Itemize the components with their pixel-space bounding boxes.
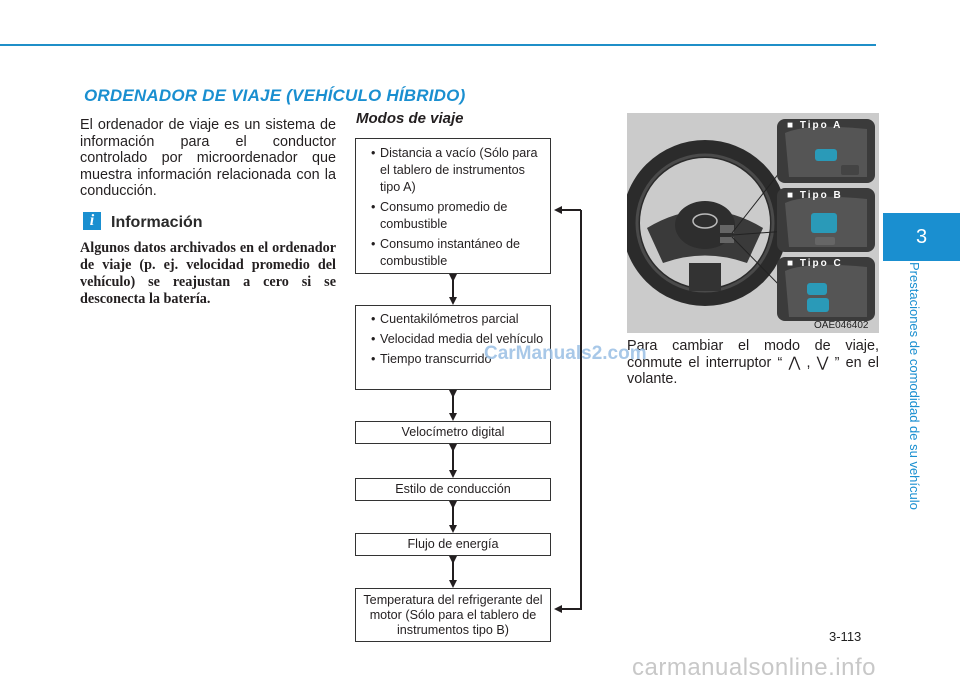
mode-box-trip: •Cuentakilómetros parcial •Velocidad med… bbox=[355, 305, 551, 390]
photo-label-tipo-a: ■ Tipo A bbox=[787, 120, 843, 131]
header-rule bbox=[0, 44, 876, 46]
list-item: •Cuentakilómetros parcial bbox=[371, 312, 519, 326]
chapter-title: Prestaciones de comodidad de su vehículo bbox=[907, 262, 922, 510]
button-panel-a bbox=[777, 119, 875, 183]
list-item: •Consumo promedio de combustible bbox=[371, 200, 508, 231]
list-item: •Velocidad media del vehículo bbox=[371, 332, 544, 346]
list-item: •Tiempo transcurrido bbox=[371, 352, 492, 366]
list-item: •Distancia a vacío (Sólo para el tablero… bbox=[371, 146, 538, 194]
photo-label-tipo-c: ■ Tipo C bbox=[787, 258, 843, 269]
photo-label-tipo-b: ■ Tipo B bbox=[787, 190, 843, 201]
section-title: ORDENADOR DE VIAJE (VEHÍCULO HÍBRIDO) bbox=[84, 86, 466, 105]
intro-paragraph: El ordenador de viaje es un sistema de i… bbox=[80, 117, 336, 199]
info-title: Información bbox=[111, 214, 203, 231]
photo-code: OAE046402 bbox=[814, 320, 869, 331]
steering-wheel-photo: ■ Tipo A ■ Tipo B ■ Tipo C bbox=[627, 113, 879, 333]
watermark-carmanualsonline: carmanualsonline.info bbox=[632, 654, 876, 681]
chapter-tab: 3 bbox=[883, 213, 960, 261]
page-number: 3-113 bbox=[829, 629, 862, 644]
button-panel-c bbox=[777, 257, 875, 321]
mode-box-energy-flow: Flujo de energía bbox=[355, 533, 551, 556]
modes-title: Modos de viaje bbox=[356, 110, 464, 127]
mode-box-fuel: •Distancia a vacío (Sólo para el tablero… bbox=[355, 138, 551, 274]
info-text: Algunos datos archivados en el ordenador… bbox=[80, 240, 336, 307]
photo-caption: Para cambiar el modo de viaje, conmute e… bbox=[627, 338, 879, 387]
mode-box-coolant-temp: Temperatura del refrigerante del motor (… bbox=[355, 588, 551, 642]
info-icon: i bbox=[83, 212, 101, 230]
mode-box-digital-speed: Velocímetro digital bbox=[355, 421, 551, 444]
loop-connector bbox=[560, 210, 582, 610]
button-panel-b bbox=[777, 188, 875, 252]
mode-box-driving-style: Estilo de conducción bbox=[355, 478, 551, 501]
steering-wheel-illustration bbox=[627, 113, 879, 333]
watermark-carmanuals2: CarManuals2.com bbox=[484, 343, 647, 364]
list-item: •Consumo instantáneo de combustible bbox=[371, 237, 521, 268]
